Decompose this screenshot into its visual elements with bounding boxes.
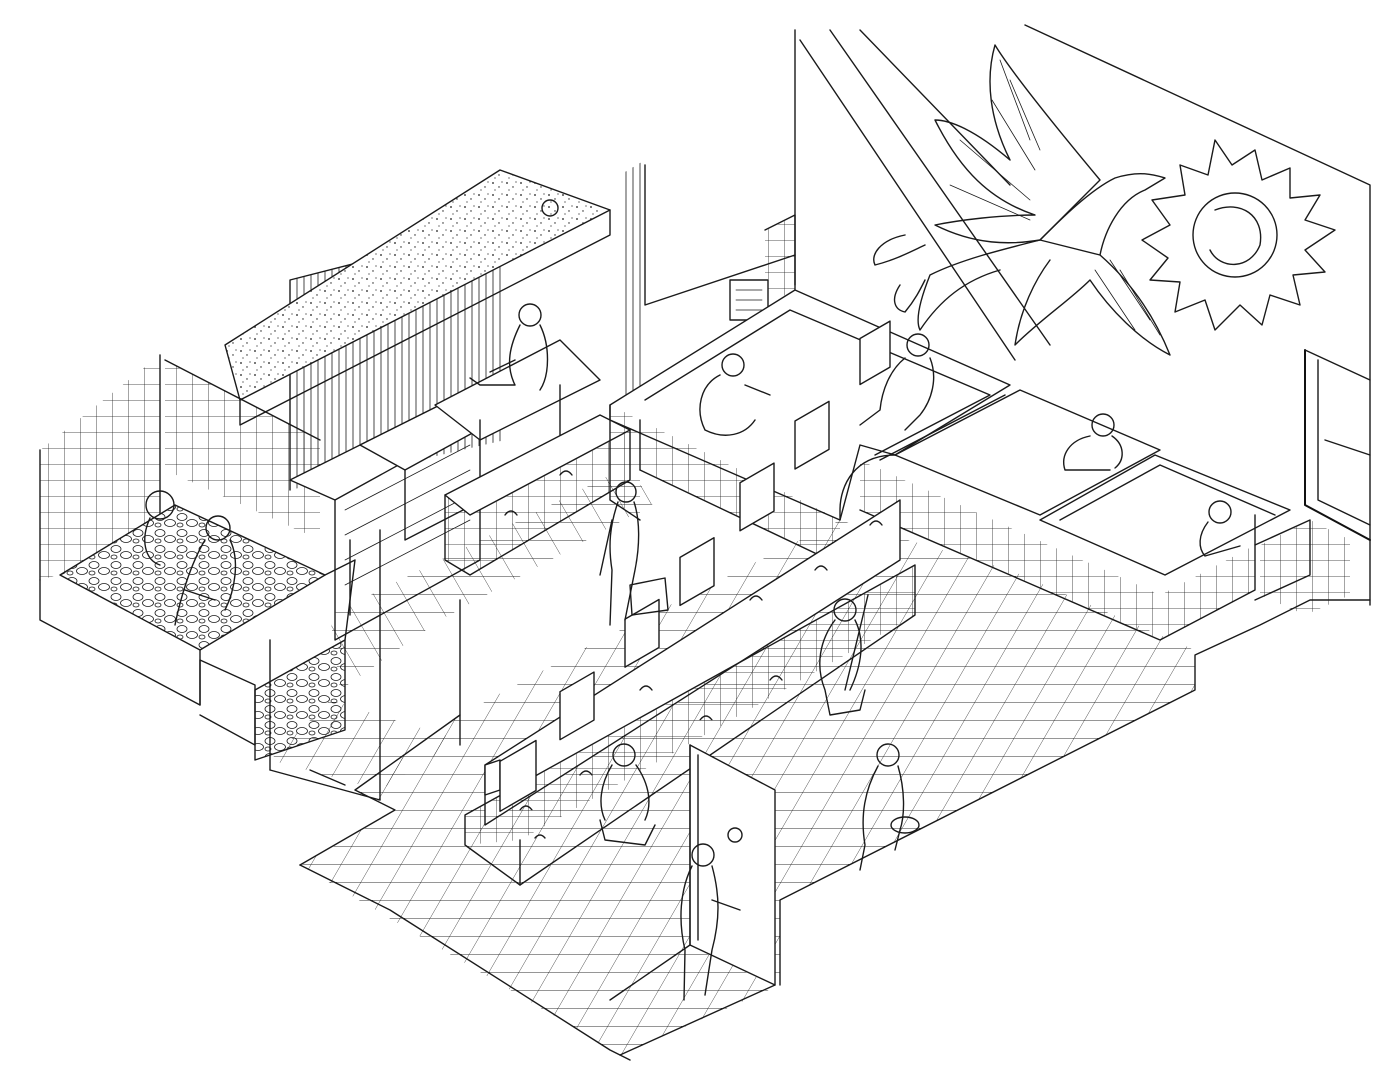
bird-mural-icon bbox=[874, 45, 1335, 355]
bathers bbox=[145, 304, 1240, 1000]
pebble-bath bbox=[40, 355, 355, 760]
shower-mirrors bbox=[500, 321, 890, 811]
sauna-benches bbox=[290, 340, 600, 640]
person-shower-1 bbox=[820, 595, 868, 715]
right-tubs bbox=[840, 390, 1350, 640]
person-sauna bbox=[470, 304, 548, 390]
person-walking bbox=[600, 482, 668, 625]
glass-partition bbox=[270, 600, 460, 800]
shower-wall bbox=[465, 500, 915, 885]
right-doorway bbox=[1305, 350, 1370, 540]
person-pebble-right bbox=[175, 516, 235, 625]
person-door bbox=[681, 844, 740, 1000]
person-shower-2 bbox=[600, 744, 655, 845]
person-tub-1 bbox=[700, 354, 770, 435]
person-basin bbox=[860, 744, 919, 870]
back-wall-right bbox=[795, 25, 1370, 605]
person-tub-3 bbox=[1064, 414, 1122, 470]
person-tub-4 bbox=[1200, 501, 1240, 556]
person-tub-2 bbox=[860, 334, 934, 430]
person-pebble-left bbox=[145, 491, 174, 565]
entrance-door bbox=[610, 745, 775, 1055]
